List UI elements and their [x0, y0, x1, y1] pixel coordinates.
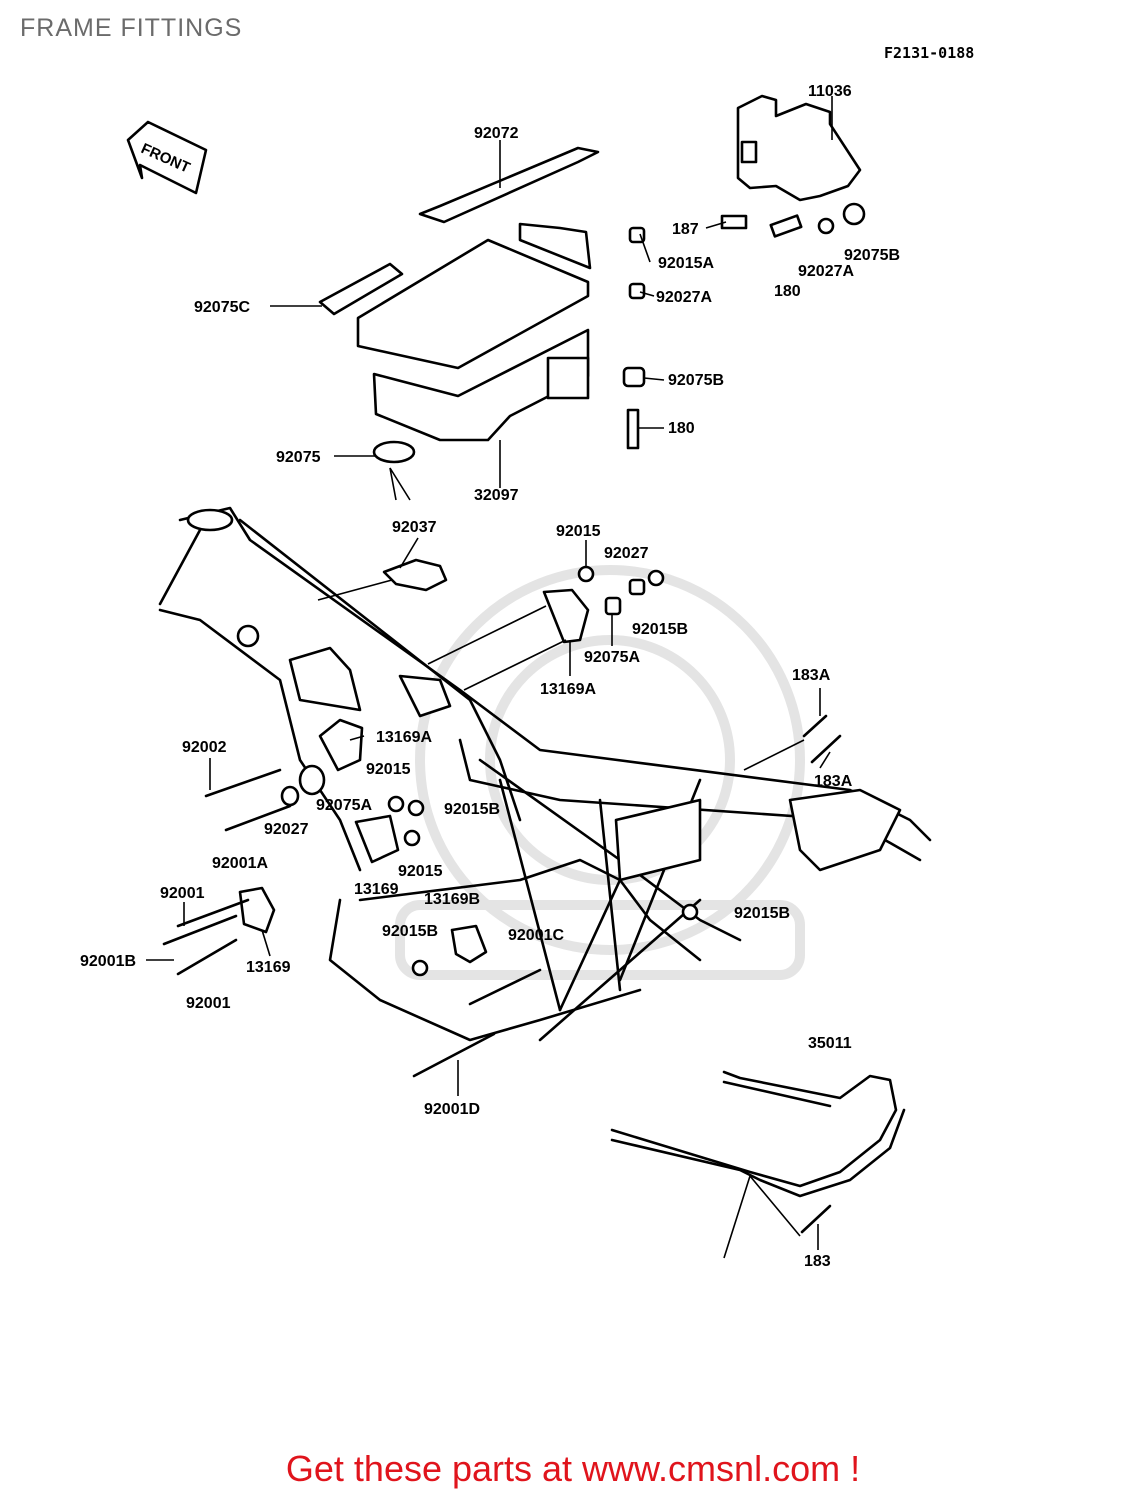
parts-diagram: FRONT — [80, 83, 932, 1270]
battery-strap — [418, 140, 600, 224]
part-label: 92015B — [382, 923, 438, 940]
battery-case — [318, 222, 592, 488]
part-label: 92075B — [668, 372, 724, 389]
engine-mounts — [162, 565, 842, 1234]
leader-lines — [146, 221, 831, 1250]
fasteners-upper — [372, 202, 866, 501]
part-label: 92075C — [194, 299, 250, 316]
part-labels: 11036 92072 187 92015A 92075B 92027A 180… — [80, 83, 900, 1270]
part-label: 92027 — [264, 821, 309, 838]
frame-body — [158, 506, 932, 1042]
page-title: FRAME FITTINGS — [20, 14, 243, 42]
clamp-92037 — [382, 558, 448, 592]
part-label: 92015B — [734, 905, 790, 922]
bracket-11036 — [736, 94, 862, 202]
part-label: 183A — [814, 773, 853, 790]
part-label: 13169A — [540, 681, 596, 698]
part-label: 92027 — [604, 545, 649, 562]
part-label: 92075A — [584, 649, 640, 666]
front-arrow-icon: FRONT — [126, 120, 208, 195]
part-label: 180 — [774, 283, 801, 300]
part-label: 32097 — [474, 487, 519, 504]
stand-35011 — [610, 1070, 906, 1259]
part-label: 13169A — [376, 729, 432, 746]
part-label: 11036 — [808, 83, 852, 100]
part-label: 92027A — [656, 289, 712, 306]
part-label: 13169 — [246, 959, 291, 976]
part-label: 92001 — [160, 885, 205, 902]
part-label: 92075B — [844, 247, 900, 264]
part-label: 92015 — [366, 761, 411, 778]
part-label: 92015 — [398, 863, 443, 880]
part-label: 92027A — [798, 263, 854, 280]
part-label: 92015 — [556, 523, 601, 540]
part-label: 92001D — [424, 1101, 480, 1118]
part-label: 92075A — [316, 797, 372, 814]
drawing-code: F2131-0188 — [884, 44, 975, 62]
part-label: 92001A — [212, 855, 268, 872]
part-label: 183A — [792, 667, 831, 684]
part-label: 92001C — [508, 927, 564, 944]
part-label: 92037 — [392, 519, 437, 536]
part-label: 92015A — [658, 255, 714, 272]
part-label: 183 — [804, 1253, 831, 1270]
part-label: 13169B — [424, 891, 480, 908]
part-label: 180 — [668, 420, 695, 437]
part-label: 92015B — [444, 801, 500, 818]
part-label: 92001B — [80, 953, 136, 970]
footer-link[interactable]: Get these parts at www.cmsnl.com ! — [285, 1448, 861, 1489]
part-label: 92072 — [474, 125, 519, 142]
watermark — [395, 565, 805, 980]
part-label: 187 — [672, 221, 699, 238]
part-label: 92002 — [182, 739, 227, 756]
part-label: 92075 — [276, 449, 321, 466]
part-label: 13169 — [354, 881, 399, 898]
part-label: 35011 — [808, 1035, 852, 1052]
part-label: 92001 — [186, 995, 231, 1012]
part-label: 92015B — [632, 621, 688, 638]
